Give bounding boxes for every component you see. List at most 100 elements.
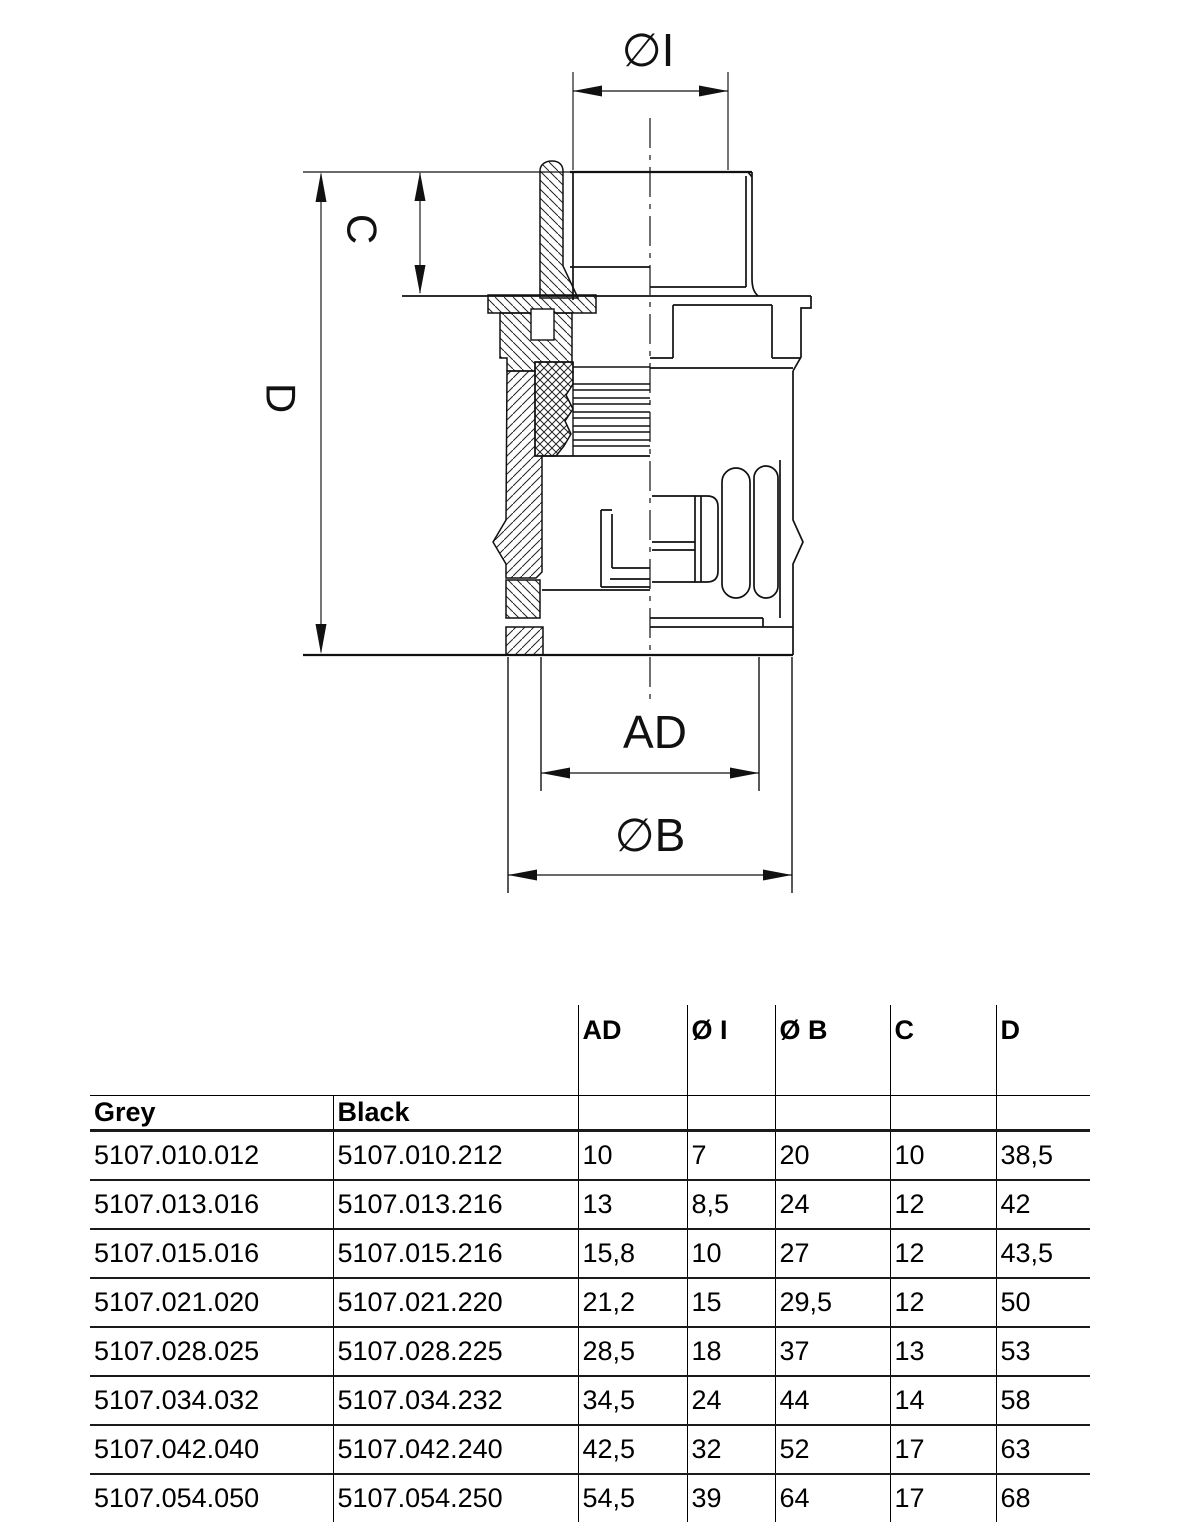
value-c: 17 [889,1425,996,1474]
dim-c: C [339,172,426,294]
table-row: 5107.042.040 5107.042.240 42,5 32 52 17 … [90,1425,1090,1474]
value-db: 37 [774,1327,890,1376]
part-number-grey: 5107.010.012 [94,1140,260,1170]
header-empty [686,1095,775,1132]
header-c: C [889,1005,996,1096]
label-diameter-i: ∅I [622,24,675,76]
value-ad: 34,5 [577,1376,687,1425]
value-d: 68 [995,1474,1090,1522]
value-ad: 21,2 [577,1278,687,1327]
label-c: C [339,214,386,244]
spring-lamella-2 [753,465,779,599]
part-number-grey: 5107.042.040 [94,1434,260,1464]
flange-and-housing [402,295,812,372]
table-row: 5107.013.016 5107.013.216 13 8,5 24 12 4… [90,1180,1090,1229]
table-row: 5107.021.020 5107.021.220 21,2 15 29,5 1… [90,1278,1090,1327]
value-ad: 42,5 [577,1425,687,1474]
part-number-grey: 5107.028.025 [94,1336,260,1366]
threaded-stud [303,170,759,300]
value-d: 63 [995,1425,1090,1474]
part-number-black: 5107.028.225 [332,1327,578,1376]
bottom-section [303,653,793,893]
value-di: 18 [686,1327,775,1376]
part-number-black: 5107.021.220 [332,1278,578,1327]
header-empty [333,1005,578,1096]
value-di: 24 [686,1376,775,1425]
header-empty [774,1095,890,1132]
thread-sleeve-section [539,160,580,299]
part-number-black: 5107.013.216 [332,1180,578,1229]
value-c: 13 [889,1327,996,1376]
header-empty [889,1095,996,1132]
value-ad: 13 [577,1180,687,1229]
spring-lamella-1 [721,467,751,599]
value-db: 29,5 [774,1278,890,1327]
value-d: 50 [995,1278,1090,1327]
part-number-black: 5107.015.216 [332,1229,578,1278]
header-empty [577,1095,687,1132]
value-di: 8,5 [686,1180,775,1229]
value-d: 53 [995,1327,1090,1376]
value-db: 20 [774,1130,890,1180]
latch-mechanism [542,371,804,655]
bayonet-slot [530,308,555,341]
value-db: 24 [774,1180,890,1229]
value-c: 14 [889,1376,996,1425]
value-ad: 54,5 [577,1474,687,1522]
header-empty [90,1005,333,1096]
label-diameter-b: ∅B [615,809,686,861]
table-row: 5107.015.016 5107.015.216 15,8 10 27 12 … [90,1229,1090,1278]
label-ad: AD [623,706,687,758]
collar-block-upper [505,579,541,619]
header-ad: AD [577,1005,687,1096]
header-empty [995,1095,1090,1132]
dim-d: D [258,172,327,654]
value-c: 12 [889,1278,996,1327]
flange-section [487,294,597,314]
part-number-black: 5107.034.232 [332,1376,578,1425]
collar-block-lower [505,626,544,656]
value-d: 38,5 [995,1130,1090,1180]
value-db: 44 [774,1376,890,1425]
header-d: D [995,1005,1090,1096]
sectioned-body-hatching [487,160,597,656]
table-row: 5107.010.012 5107.010.212 10 7 20 10 38,… [90,1130,1090,1180]
conduit-ribs [572,362,650,456]
value-c: 17 [889,1474,996,1522]
table-row: 5107.054.050 5107.054.250 54,5 39 64 17 … [90,1474,1090,1522]
value-c: 12 [889,1180,996,1229]
housing-right-wall [792,371,804,627]
technical-drawing: ∅I C D AD ∅B [258,24,812,893]
latch-pin-block [694,495,719,583]
header-grey: Grey [90,1095,333,1132]
part-number-grey: 5107.013.016 [94,1189,260,1219]
latch-hook [600,509,650,588]
part-number-grey: 5107.021.020 [94,1287,260,1317]
dim-ad: AD [541,706,759,779]
value-ad: 15,8 [577,1229,687,1278]
header-black: Black [332,1095,578,1132]
dimension-table: AD Ø I Ø B C D Grey Black 5107.010.012 5… [90,1005,1090,1522]
value-ad: 10 [577,1130,687,1180]
value-di: 32 [686,1425,775,1474]
table-row: 5107.028.025 5107.028.225 28,5 18 37 13 … [90,1327,1090,1376]
part-number-grey: 5107.015.016 [94,1238,260,1268]
part-number-black: 5107.054.250 [332,1474,578,1522]
dim-diameter-i: ∅I [572,24,729,170]
value-db: 27 [774,1229,890,1278]
value-c: 10 [889,1130,996,1180]
header-diameter-i: Ø I [686,1005,775,1096]
part-number-grey: 5107.034.032 [94,1385,260,1415]
color-header-row: Grey Black [90,1095,1090,1132]
value-d: 58 [995,1376,1090,1425]
connector-section-drawing: ∅I C D AD ∅B [258,24,812,893]
value-di: 7 [686,1130,775,1180]
part-number-black: 5107.010.212 [332,1130,578,1180]
part-number-black: 5107.042.240 [332,1425,578,1474]
seal-section [534,361,574,457]
value-di: 39 [686,1474,775,1522]
value-di: 15 [686,1278,775,1327]
dim-diameter-b: ∅B [508,809,792,881]
value-di: 10 [686,1229,775,1278]
